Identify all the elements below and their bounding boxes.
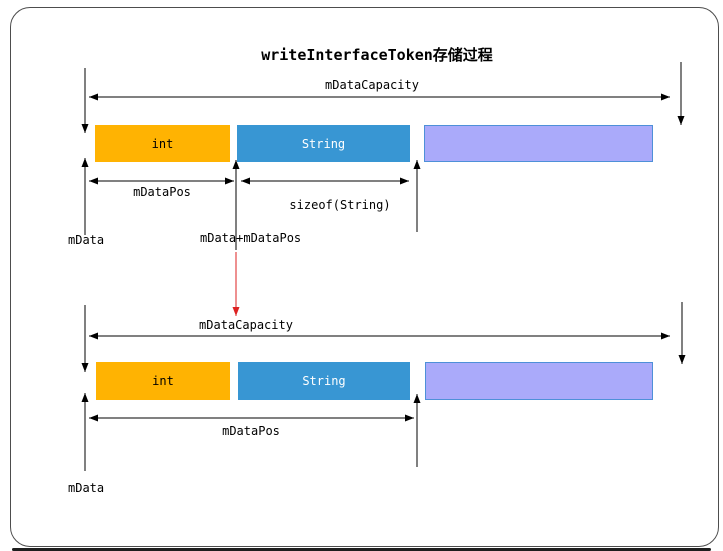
block-free-after bbox=[425, 362, 653, 400]
block-int-before: int bbox=[95, 125, 230, 162]
block-string-after: String bbox=[238, 362, 410, 400]
window-bottom-edge bbox=[12, 548, 711, 551]
window-frame bbox=[10, 7, 719, 547]
sizeof-label-before: sizeof(String) bbox=[289, 198, 391, 212]
mdata-plus-pos-label: mData+mDataPos bbox=[200, 231, 302, 245]
capacity-label-after: mDataCapacity bbox=[199, 318, 293, 332]
block-free-before bbox=[424, 125, 653, 162]
datapos-label-before: mDataPos bbox=[133, 185, 191, 199]
mdata-label-before: mData bbox=[68, 233, 105, 247]
mdata-label-after: mData bbox=[68, 481, 105, 495]
block-string-before: String bbox=[237, 125, 410, 162]
block-int-after: int bbox=[96, 362, 230, 400]
capacity-label-before: mDataCapacity bbox=[325, 78, 419, 92]
datapos-label-after: mDataPos bbox=[222, 424, 280, 438]
diagram-title: writeInterfaceToken存储过程 bbox=[261, 46, 493, 64]
